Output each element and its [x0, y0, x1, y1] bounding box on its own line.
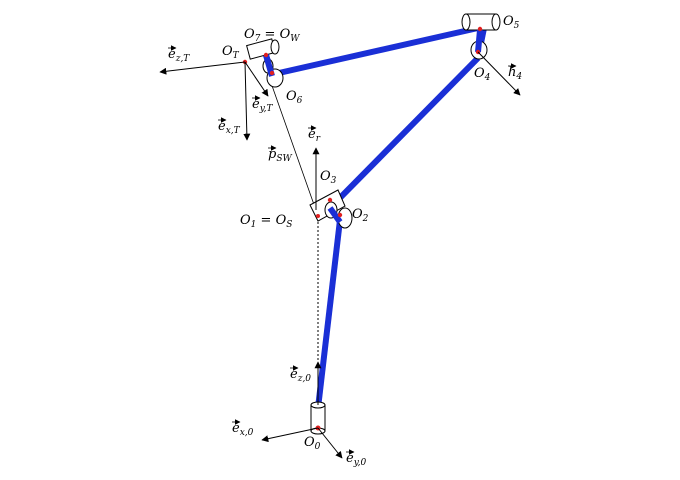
- arrow-ey0: [317, 427, 343, 459]
- label-o0: O0: [304, 435, 321, 452]
- frame-labels: O0 O1 = OS O2 O3 O4 O5 O6 O7 = OW OT: [222, 14, 520, 452]
- label-psw: pSW: [268, 147, 292, 164]
- label-ez0: ez,0: [290, 367, 311, 384]
- label-o1-os: O1 = OS: [240, 213, 292, 230]
- arrow-eyT: [244, 61, 269, 97]
- label-er: er: [308, 127, 321, 144]
- joint-elbow-group: [461, 13, 501, 60]
- label-o2: O2: [352, 207, 369, 224]
- link-base-to-shoulder: [315, 219, 343, 409]
- arrow-ezT: [159, 61, 246, 75]
- link-elbow-to-wrist: [269, 25, 479, 78]
- label-o6: O6: [286, 89, 303, 106]
- label-ey0: ey,0: [346, 451, 366, 468]
- label-o4: O4: [474, 66, 491, 83]
- vector-overarrows: [168, 45, 517, 455]
- joint-shoulder-group: [309, 189, 353, 229]
- label-ot: OT: [222, 44, 240, 61]
- joint-wrist-group: [242, 38, 284, 88]
- link-shoulder-to-elbow: [327, 55, 481, 211]
- arrow-h4: [477, 51, 521, 96]
- arrow-exT: [243, 61, 251, 141]
- label-ezT: ez,T: [168, 47, 190, 64]
- arrow-ex0: [261, 427, 319, 443]
- label-eyT: ey,T: [252, 97, 273, 114]
- label-o5: O5: [503, 14, 520, 31]
- label-o7-ow: O7 = OW: [244, 27, 300, 44]
- vector-arrows: [159, 51, 521, 459]
- label-h4: h4: [508, 65, 522, 82]
- label-ex0: ex,0: [232, 421, 254, 438]
- shoulder-to-wrist-line: [269, 79, 319, 217]
- label-exT: ex,T: [218, 119, 241, 136]
- links: [262, 25, 487, 409]
- vector-labels: ez,0 ex,0 ey,0 er pSW h4 ez,T ey,T ex,T: [168, 47, 522, 468]
- label-o3: O3: [320, 169, 337, 186]
